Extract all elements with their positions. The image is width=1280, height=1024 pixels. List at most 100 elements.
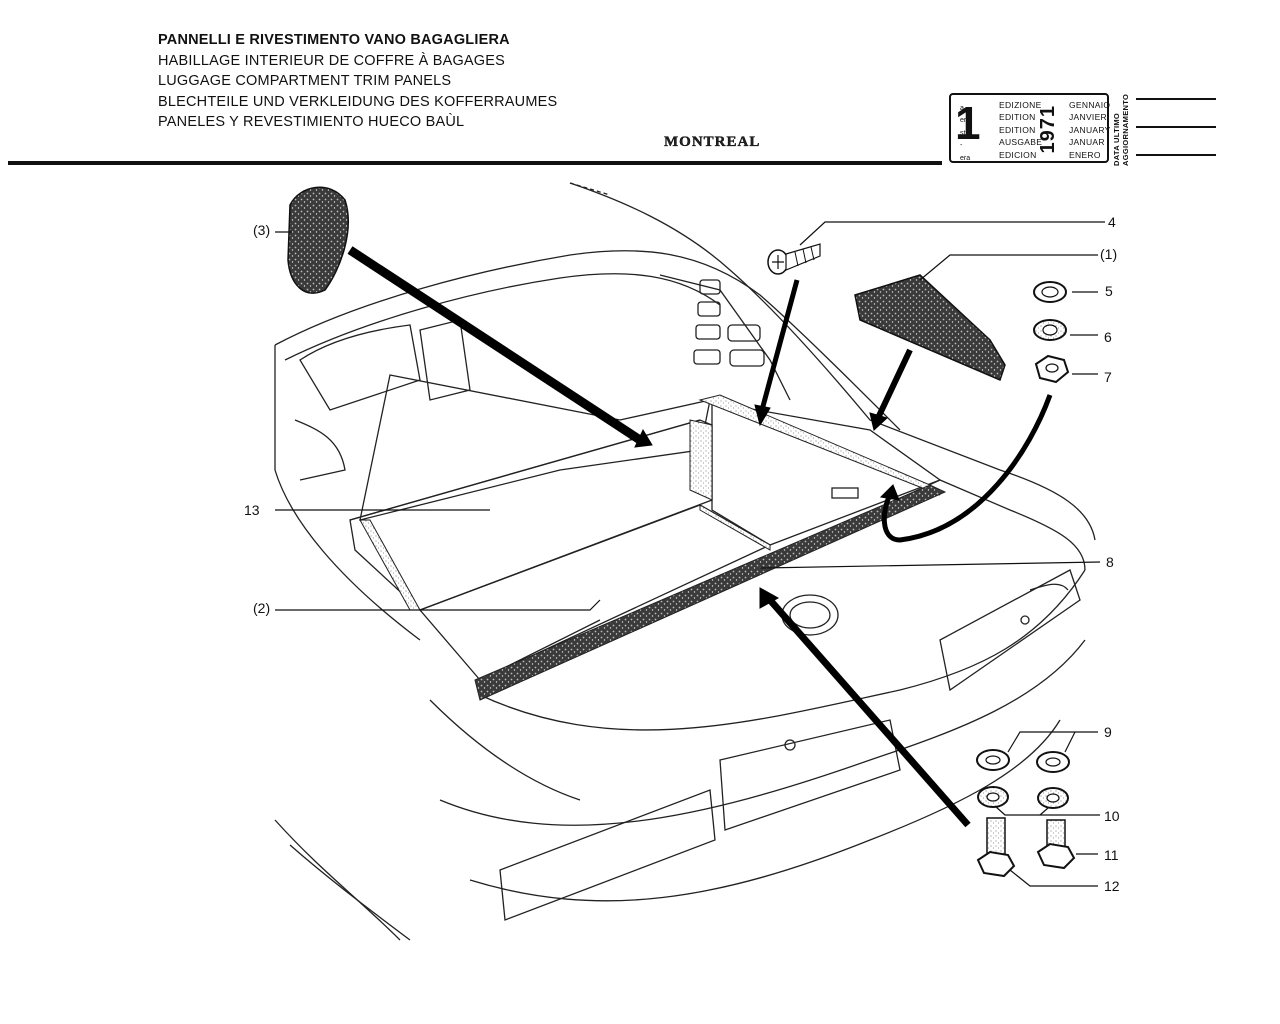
louvre-5: [727, 324, 761, 342]
left-lower-2: [289, 844, 411, 941]
top-rail-trim: [698, 394, 941, 496]
left-lower: [274, 819, 401, 941]
leader-1: [919, 254, 1098, 281]
license-area: [719, 719, 901, 831]
edition-word-de: AUSGABE: [999, 137, 1043, 148]
arrow-trim-8: [767, 597, 971, 828]
rear-panel-top: [439, 639, 1086, 826]
callout-8: 8: [1106, 554, 1114, 570]
edition-number: 1: [955, 97, 981, 149]
update-line-3: [1136, 154, 1216, 156]
tail-light-left: [499, 789, 716, 921]
seat-left: [294, 419, 346, 481]
side-panel-installed: [711, 401, 942, 546]
edition-words: EDIZIONE EDITION EDITION AUSGABE EDICION: [999, 99, 1042, 161]
leader-10-b: [1039, 807, 1049, 816]
rear-crease: [479, 569, 1086, 731]
arrow-screw-4-head: [754, 404, 771, 427]
roof-inner: [284, 273, 721, 361]
louvre-6: [729, 349, 765, 367]
sup-fr: ere: [960, 117, 971, 125]
title-block: PANNELLI E RIVESTIMENTO VANO BAGAGLIERA …: [158, 30, 557, 133]
arrow-pad-3: [347, 246, 643, 444]
bolt-12: [976, 817, 1016, 878]
pad-3: [287, 186, 349, 294]
leader-8: [759, 561, 1101, 569]
rivet: [1020, 615, 1030, 625]
edition-months: GENNAIO JANVIER JANUARY JANUAR ENERO: [1069, 99, 1111, 161]
callout-9: 9: [1104, 724, 1112, 740]
sup-de: -: [960, 142, 963, 150]
title-english: LUGGAGE COMPARTMENT TRIM PANELS: [158, 73, 452, 89]
deck-left: [429, 699, 581, 801]
edition-word-es: EDICION: [999, 149, 1037, 160]
month-en: JANUARY: [1069, 124, 1111, 135]
roof-outline: [274, 250, 901, 431]
edition-superscripts: a ere st - era: [960, 103, 970, 165]
title-italian: PANNELLI E RIVESTIMENTO VANO BAGAGLIERA: [158, 32, 510, 48]
partition-left-trim: [359, 519, 421, 611]
title-french: HABILLAGE INTERIEUR DE COFFRE À BAGAGES: [158, 52, 506, 69]
leader-10-a: [994, 805, 1100, 816]
tail-light-right: [939, 569, 1081, 692]
arrow-pad-3-head: [634, 428, 653, 448]
trim-8: [474, 484, 947, 701]
month-fr: JANVIER: [1069, 112, 1107, 123]
leader-9-a: [1007, 731, 1098, 753]
arrow-nut-7-head: [879, 484, 900, 501]
trims: [359, 394, 947, 701]
model-logo: MONTREAL: [664, 134, 761, 150]
callout-10: 10: [1104, 808, 1120, 824]
tail-light-right-detail: [1029, 583, 1069, 591]
edition-box: 1 a ere st - era EDIZIONE EDITION EDITIO…: [949, 93, 1111, 165]
callout-12: 12: [1104, 878, 1120, 894]
deck-rear-edge: [479, 479, 1086, 691]
rivet-2: [784, 739, 796, 751]
title-spanish: PANELES Y REVESTIMIENTO HUECO BAÙL: [158, 114, 465, 130]
partition-edge-trim: [689, 419, 713, 501]
seatbelt-pillar: [419, 319, 471, 401]
wedge-panel-1: [854, 274, 1006, 382]
arrow-screw-4: [759, 279, 800, 411]
rear-window-edge: [569, 182, 1096, 541]
callout-1: (1): [1100, 246, 1118, 262]
bolt-11: [1036, 819, 1076, 870]
month-es: ENERO: [1069, 149, 1101, 160]
car-body: [274, 182, 1096, 941]
callout-11: 11: [1104, 847, 1119, 863]
rear-panel-bottom: [469, 719, 1061, 902]
louvre-3: [695, 324, 721, 340]
callout-2: (2): [253, 600, 271, 616]
seat-back: [299, 324, 421, 411]
arrow-panel-1-head: [869, 412, 888, 431]
edition-word-fr: EDITION: [999, 112, 1036, 123]
header-rule: [8, 161, 942, 165]
screw-4: [767, 243, 821, 275]
edition-word-it: EDIZIONE: [999, 100, 1042, 110]
floor-edge-trim: [699, 504, 771, 551]
partition-top: [349, 419, 701, 521]
sup-en: st: [960, 129, 966, 137]
side-panel-slot: [831, 487, 859, 499]
sup-es: era: [960, 154, 971, 162]
arrow-trim-8-head: [759, 587, 780, 609]
title-german: BLECHTEILE UND VERKLEIDUNG DES KOFFERRAU…: [158, 93, 558, 110]
cabin-floor: [359, 374, 711, 521]
leader-2: [275, 599, 601, 611]
edition-word-en: EDITION: [999, 124, 1036, 135]
callout-7: 7: [1104, 369, 1112, 385]
callout-13: 13: [244, 502, 260, 518]
louvre-4: [693, 349, 721, 365]
fuel-cap-inner: [789, 601, 831, 629]
louvre-1: [699, 279, 721, 295]
month-it: GENNAIO: [1069, 100, 1111, 110]
update-line-1: [1136, 98, 1216, 100]
leader-4: [799, 221, 1105, 246]
sup-it: a: [960, 105, 964, 112]
callout-6: 6: [1104, 329, 1112, 345]
leader-9-b: [1064, 731, 1076, 753]
callout-5: 5: [1105, 283, 1113, 299]
callout-4: 4: [1108, 214, 1116, 230]
louvre-2: [697, 301, 721, 317]
